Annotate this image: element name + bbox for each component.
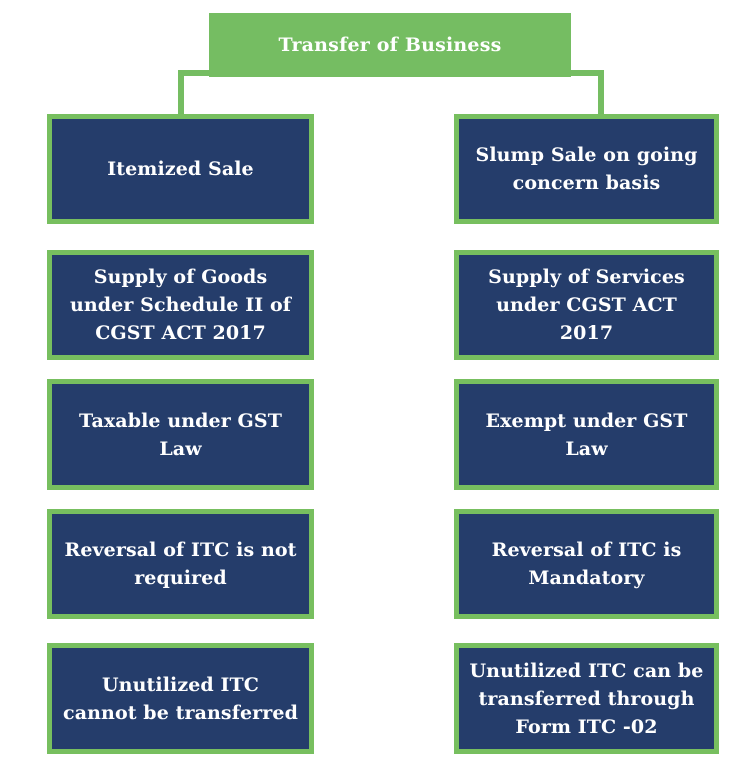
connector-left-horizontal [178,70,210,76]
box-label: Unutilized ITC can be transferred throug… [469,659,704,738]
box-itc-can-transfer: Unutilized ITC can be transferred throug… [454,643,719,754]
connector-right-vertical [598,70,604,116]
box-slump-sale: Slump Sale on going concern basis [454,114,719,224]
connector-right-horizontal [570,70,604,76]
box-supply-of-services: Supply of Services under CGST ACT 2017 [454,250,719,360]
box-label: Exempt under GST Law [485,409,688,460]
box-label: Supply of Goods under Schedule II of CGS… [69,266,292,344]
box-taxable-under-gst: Taxable under GST Law [47,379,314,490]
box-label: Taxable under GST Law [79,409,282,460]
box-label: Slump Sale on going concern basis [475,144,698,194]
box-itc-reversal-not-required: Reversal of ITC is not required [47,509,314,619]
box-itc-cannot-transfer: Unutilized ITC cannot be transferred [47,643,314,754]
box-label: Itemized Sale [107,158,254,180]
box-exempt-under-gst: Exempt under GST Law [454,379,719,490]
title-box: Transfer of Business [209,13,571,77]
box-label: Unutilized ITC cannot be transferred [63,673,298,724]
connector-left-vertical [178,70,184,116]
box-supply-of-goods: Supply of Goods under Schedule II of CGS… [47,250,314,360]
box-label: Reversal of ITC is Mandatory [491,539,682,589]
box-itc-reversal-mandatory: Reversal of ITC is Mandatory [454,509,719,619]
box-label: Supply of Services under CGST ACT 2017 [488,266,685,344]
diagram-title: Transfer of Business [278,34,502,56]
box-itemized-sale: Itemized Sale [47,114,314,224]
box-label: Reversal of ITC is not required [64,539,297,589]
